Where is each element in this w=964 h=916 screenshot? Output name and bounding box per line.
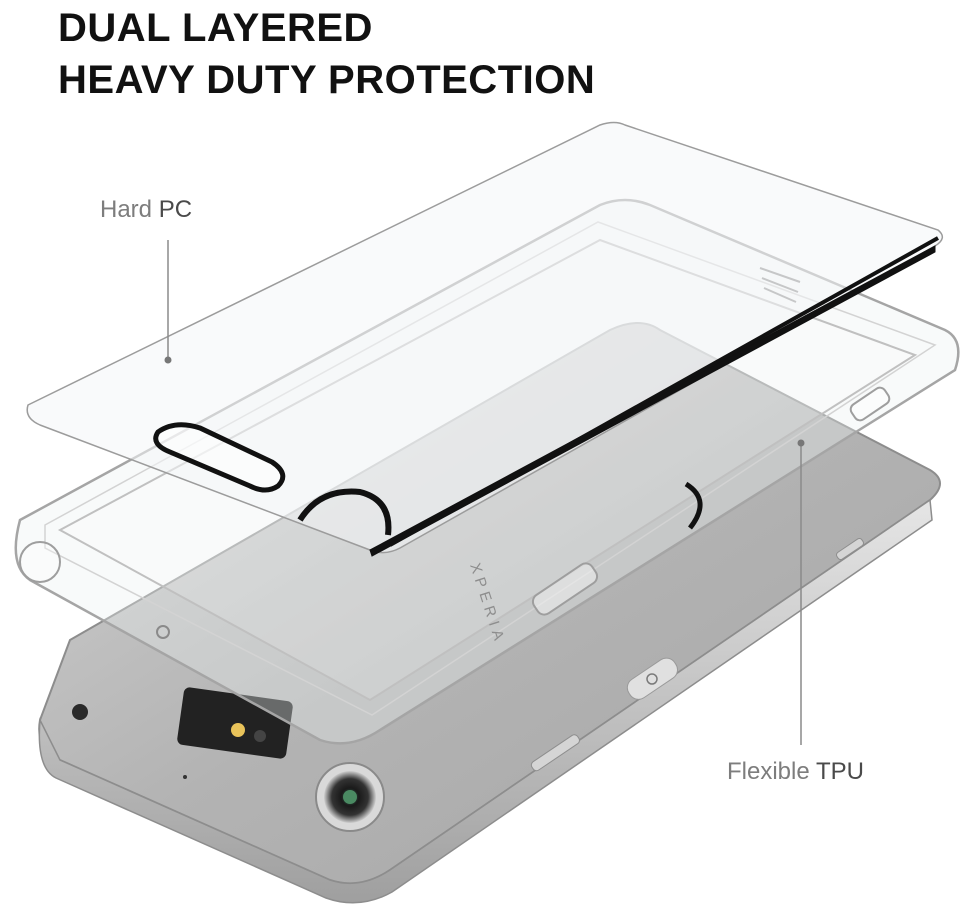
microphone-hole [183,775,187,779]
headline-line-2: HEAVY DUTY PROTECTION [58,58,596,102]
flexible-tpu-callout: Flexible TPU [727,758,864,786]
hard-pc-panel [26,121,944,557]
hard-pc-prefix: Hard [100,196,153,223]
headline: DUAL LAYERED HEAVY DUTY PROTECTION [58,2,595,106]
volume-button [530,734,580,772]
hard-pc-emphasis: PC [158,196,193,223]
flexible-tpu-leader-line [797,439,805,745]
hard-pc-leader-line [164,240,172,364]
flexible-tpu-emphasis: TPU [815,758,864,785]
headline-line-1: DUAL LAYERED [58,6,373,50]
hard-pc-callout: Hard PC [100,196,192,224]
main-camera-lens [315,762,385,832]
camera-module [177,687,293,759]
side-button [835,537,865,561]
power-button-icon [626,657,678,700]
flexible-tpu-prefix: Flexible [727,758,810,785]
headphone-jack [72,704,88,720]
